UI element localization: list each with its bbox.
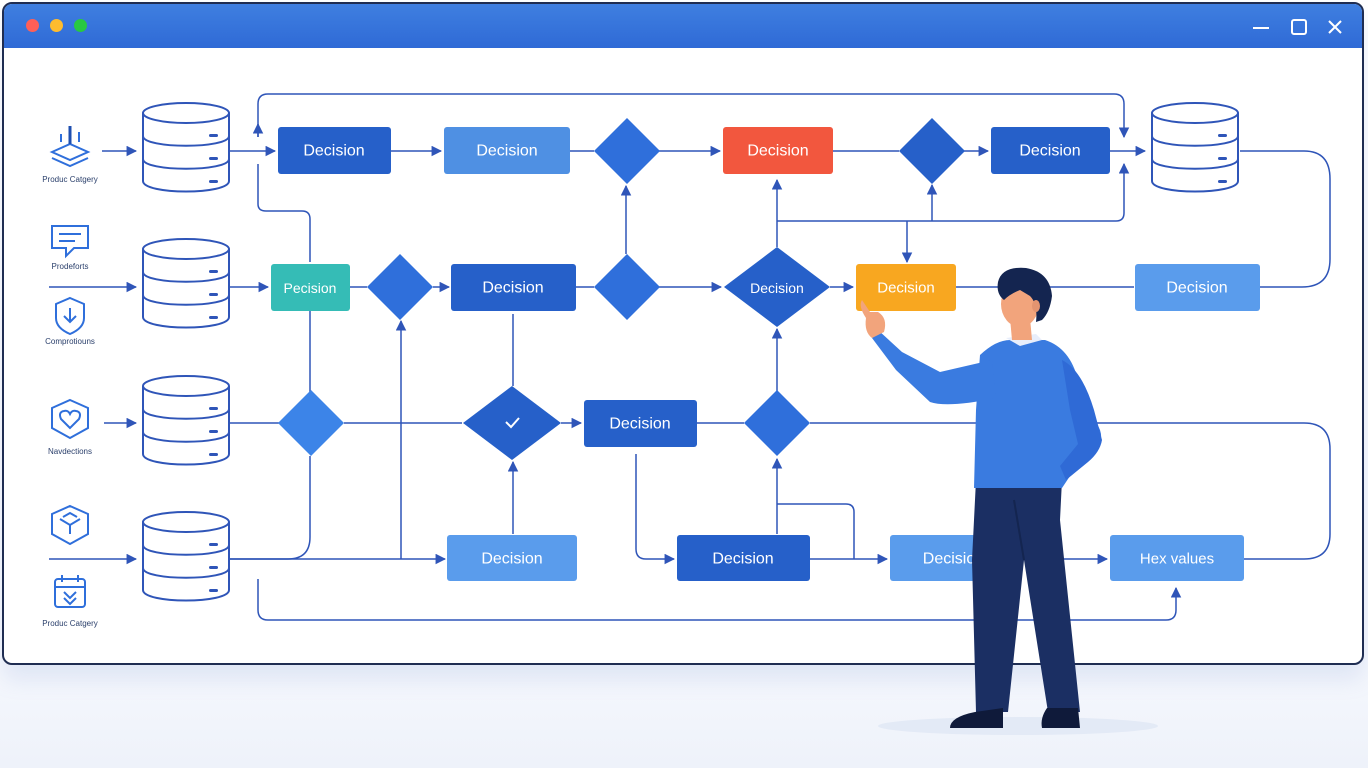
shield-down-icon <box>55 296 85 336</box>
check-icon <box>505 417 520 429</box>
calendar-icon <box>54 575 86 608</box>
database-layers-icon <box>49 126 91 168</box>
decision-diamonds <box>278 118 965 460</box>
box-shield-icon <box>51 504 89 546</box>
sidebar-item-label: Produc Catgery <box>42 619 98 628</box>
decision-diamond[interactable] <box>594 118 660 184</box>
sidebar-item-prodeforts[interactable]: Prodeforts <box>51 225 89 271</box>
svg-text:Decision: Decision <box>609 416 670 433</box>
node-hex-values[interactable]: Hex values <box>1110 535 1244 581</box>
sidebar-item-product-category-2[interactable]: Produc Catgery <box>42 575 98 628</box>
heart-shield-icon <box>51 398 89 440</box>
node-decision[interactable]: Decision <box>444 127 570 174</box>
sidebar-item-product-category[interactable]: Produc Catgery <box>42 126 98 184</box>
decision-diamond[interactable] <box>899 118 965 184</box>
sidebar-item-label: Navdections <box>48 447 92 456</box>
svg-text:Decision: Decision <box>1019 143 1080 160</box>
node-decision-diamond-large[interactable]: Decision <box>724 247 830 327</box>
node-decision[interactable]: Decision <box>451 264 576 311</box>
svg-text:Decision: Decision <box>1166 280 1227 297</box>
maximize-icon[interactable] <box>1288 16 1310 38</box>
close-icon[interactable] <box>1324 16 1346 38</box>
svg-text:Decision: Decision <box>482 280 543 297</box>
svg-text:Pecision: Pecision <box>284 280 337 296</box>
svg-text:Decision: Decision <box>750 280 804 296</box>
svg-text:Decision: Decision <box>303 143 364 160</box>
node-decision-red[interactable]: Decision <box>723 127 833 174</box>
decision-diamond[interactable] <box>367 254 433 320</box>
node-decision[interactable]: Decision <box>447 535 577 581</box>
maximize-dot[interactable] <box>74 19 87 32</box>
sidebar-item-label: Produc Catgery <box>42 175 98 184</box>
svg-text:Decisio: Decisio <box>923 551 976 568</box>
app-window: Produc Catgery Prodeforts Comprotiouns <box>2 2 1364 665</box>
minimize-icon[interactable] <box>1250 16 1272 38</box>
node-decision[interactable]: Decision <box>584 400 697 447</box>
sidebar-item-box[interactable] <box>51 504 89 546</box>
svg-text:Decision: Decision <box>481 551 542 568</box>
svg-text:Decision: Decision <box>712 551 773 568</box>
node-decision[interactable]: Decision <box>991 127 1110 174</box>
chat-bubble-icon <box>51 225 89 259</box>
sidebar-item-comprotiouns[interactable]: Comprotiouns <box>45 296 95 346</box>
node-decision[interactable]: Decision <box>1135 264 1260 311</box>
node-decision-orange[interactable]: Decision <box>856 264 956 311</box>
svg-text:Decision: Decision <box>747 143 808 160</box>
sidebar-item-label: Comprotiouns <box>45 337 95 346</box>
svg-text:Decision: Decision <box>476 143 537 160</box>
svg-text:Hex values: Hex values <box>1140 551 1214 568</box>
connectors <box>49 93 1331 621</box>
decision-diamond[interactable] <box>463 386 561 460</box>
sidebar: Produc Catgery Prodeforts Comprotiouns <box>42 126 98 628</box>
sidebar-item-label: Prodeforts <box>52 262 89 271</box>
decision-diamond[interactable] <box>594 254 660 320</box>
decision-diamond[interactable] <box>278 390 344 456</box>
node-decision[interactable]: Decision <box>677 535 810 581</box>
minimize-dot[interactable] <box>50 19 63 32</box>
close-dot[interactable] <box>26 19 39 32</box>
node-pecision-teal[interactable]: Pecision <box>271 264 350 311</box>
sidebar-item-navdections[interactable]: Navdections <box>48 398 92 456</box>
decision-diamond[interactable] <box>744 390 810 456</box>
svg-text:Decision: Decision <box>877 280 935 297</box>
node-decision[interactable]: Decision <box>278 127 391 174</box>
title-bar <box>4 4 1362 48</box>
